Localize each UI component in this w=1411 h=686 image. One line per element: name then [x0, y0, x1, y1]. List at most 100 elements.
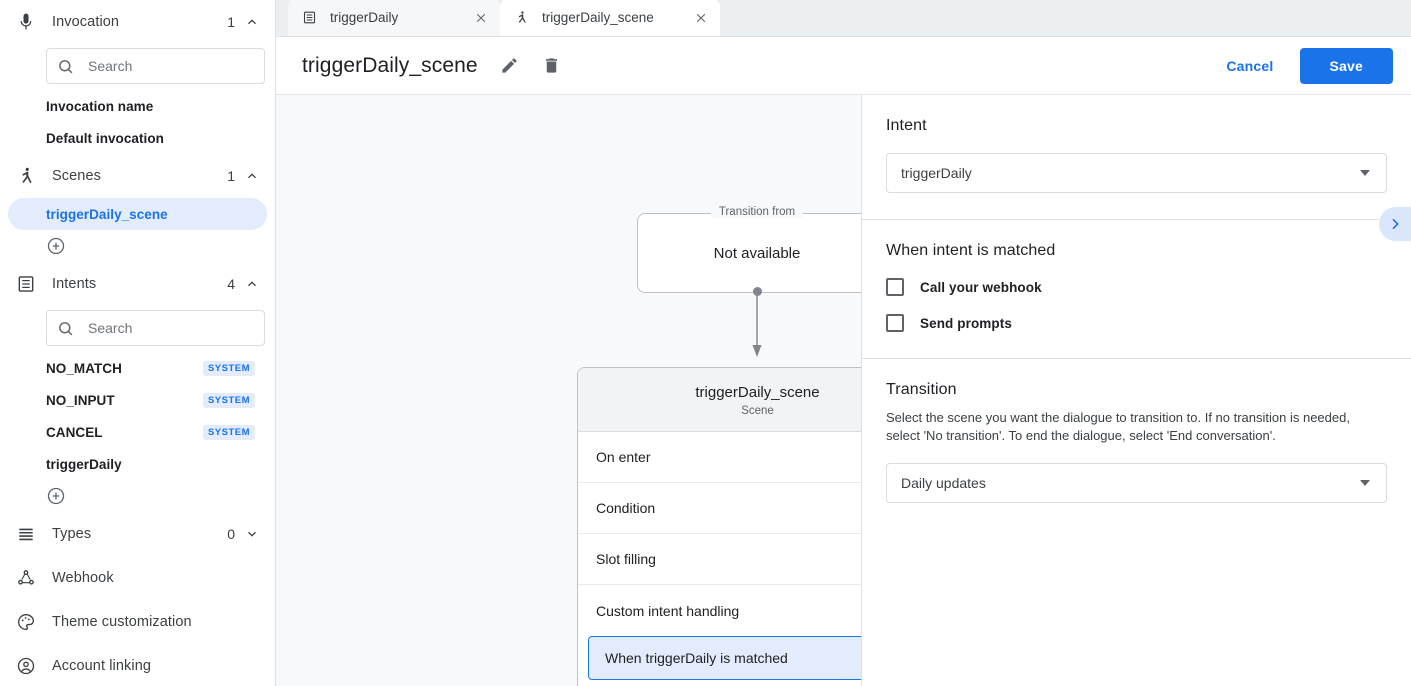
hamburger-lines-icon	[14, 522, 38, 546]
scene-row-label: Condition	[596, 500, 656, 516]
transition-from-node[interactable]: Transition from Not available	[637, 206, 861, 293]
intent-section-title: Intent	[886, 117, 927, 134]
transition-section-title: Transition	[886, 381, 957, 398]
chevron-up-icon[interactable]	[245, 15, 259, 29]
search-icon	[57, 58, 74, 75]
sidebar-group-intents[interactable]: Intents 4	[0, 262, 275, 306]
checkbox-label: Send prompts	[920, 315, 1012, 331]
checkbox-label: Call your webhook	[920, 279, 1042, 295]
caret-down-icon	[1360, 479, 1370, 486]
sidebar-item-default-invocation[interactable]: Default invocation	[8, 122, 267, 154]
add-intent-row	[0, 480, 275, 512]
scene-node[interactable]: triggerDaily_scene Scene On enter + Cond…	[577, 367, 861, 686]
sidebar-item-label: Theme customization	[52, 614, 192, 630]
scene-person-icon	[14, 164, 38, 188]
content-area: triggerDaily triggerDaily_scene triggerD…	[276, 0, 1411, 686]
intent-handler-chip[interactable]: When triggerDaily is matched	[588, 636, 861, 680]
chevron-up-icon[interactable]	[245, 169, 259, 183]
close-icon[interactable]	[692, 9, 710, 27]
plus-circle-icon[interactable]	[46, 236, 66, 256]
search-icon	[57, 320, 74, 337]
trash-icon[interactable]	[542, 56, 562, 76]
close-icon[interactable]	[472, 9, 490, 27]
sidebar-group-types[interactable]: Types 0	[0, 512, 275, 556]
sidebar-group-scenes[interactable]: Scenes 1	[0, 154, 275, 198]
scene-node-subtitle: Scene	[741, 405, 774, 417]
sidebar-item-no-match[interactable]: NO_MATCH SYSTEM	[8, 352, 267, 384]
sidebar-item-label: triggerDaily_scene	[46, 206, 168, 222]
list-box-icon	[14, 272, 38, 296]
sidebar-item-triggerdaily[interactable]: triggerDaily	[8, 448, 267, 480]
when-matched-title: When intent is matched	[886, 242, 1056, 259]
title-bar: triggerDaily_scene Cancel Save	[276, 37, 1411, 95]
scene-row-slot-filling[interactable]: Slot filling +	[578, 534, 861, 585]
invocation-search-input[interactable]	[86, 57, 254, 75]
transition-select[interactable]: Daily updates	[886, 462, 1387, 503]
intents-search-box[interactable]	[46, 310, 265, 346]
status-badge: SYSTEM	[202, 360, 255, 376]
sidebar-item-no-input[interactable]: NO_INPUT SYSTEM	[8, 384, 267, 416]
cancel-button[interactable]: Cancel	[1214, 49, 1285, 83]
sidebar-item-webhook[interactable]: Webhook	[0, 556, 275, 600]
connector-vertical	[752, 291, 762, 357]
sidebar-item-label: Account linking	[52, 658, 152, 674]
microphone-icon	[14, 10, 38, 34]
intents-search-wrap	[0, 306, 275, 352]
sidebar-item-account-linking[interactable]: Account linking	[0, 644, 275, 686]
sidebar-group-count: 1	[227, 14, 235, 30]
status-badge: SYSTEM	[202, 392, 255, 408]
account-circle-icon	[14, 654, 38, 678]
transition-from-legend: Transition from	[710, 206, 804, 218]
tab-label: triggerDaily_scene	[542, 10, 654, 25]
intent-handler-label: When triggerDaily is matched	[605, 650, 788, 666]
plus-circle-icon[interactable]	[46, 486, 66, 506]
sidebar-group-count: 4	[227, 276, 235, 292]
body-split: Transition from Not available triggerDai…	[276, 95, 1411, 686]
chevron-down-icon[interactable]	[245, 527, 259, 541]
add-scene-row	[0, 230, 275, 262]
intent-select[interactable]: triggerDaily	[886, 153, 1387, 193]
chevron-up-icon[interactable]	[245, 277, 259, 291]
left-sidebar: Invocation 1 Invocation name Default inv…	[0, 0, 276, 686]
invocation-search-box[interactable]	[46, 48, 265, 84]
chevron-right-icon[interactable]	[1379, 207, 1411, 241]
caret-down-icon	[1360, 170, 1370, 176]
scene-person-icon	[514, 10, 530, 26]
sidebar-item-cancel[interactable]: CANCEL SYSTEM	[8, 416, 267, 448]
sidebar-group-count: 1	[227, 168, 235, 184]
intents-search-input[interactable]	[86, 319, 254, 337]
sidebar-group-label: Intents	[52, 276, 97, 292]
details-panel: Intent triggerDaily When intent is match…	[862, 95, 1411, 686]
save-button[interactable]: Save	[1299, 47, 1393, 84]
scene-node-header: triggerDaily_scene Scene	[578, 368, 861, 432]
sidebar-group-invocation[interactable]: Invocation 1	[0, 0, 275, 44]
tab-triggerdaily-scene[interactable]: triggerDaily_scene	[500, 0, 720, 36]
page-title: triggerDaily_scene	[302, 53, 478, 77]
scene-node-name: triggerDaily_scene	[695, 384, 820, 401]
sidebar-item-triggerdaily-scene[interactable]: triggerDaily_scene	[8, 198, 267, 230]
palette-icon	[14, 610, 38, 634]
pencil-icon[interactable]	[500, 56, 520, 76]
sidebar-group-label: Scenes	[52, 168, 101, 184]
sidebar-item-label: Invocation name	[46, 98, 154, 114]
checkbox-box[interactable]	[886, 314, 904, 332]
checkbox-send-prompts[interactable]: Send prompts	[886, 314, 1387, 332]
checkbox-box[interactable]	[886, 278, 904, 296]
scene-row-condition[interactable]: Condition +	[578, 483, 861, 534]
list-box-icon	[302, 10, 318, 26]
sidebar-item-theme-customization[interactable]: Theme customization	[0, 600, 275, 644]
transition-section-description: Select the scene you want the dialogue t…	[886, 410, 1350, 443]
custom-intent-handler-wrap: When triggerDaily is matched	[578, 636, 861, 686]
sidebar-item-invocation-name[interactable]: Invocation name	[8, 90, 267, 122]
scene-row-on-enter[interactable]: On enter +	[578, 432, 861, 483]
when-matched-section: When intent is matched Call your webhook…	[862, 220, 1411, 359]
checkbox-call-your-webhook[interactable]: Call your webhook	[886, 278, 1387, 296]
scene-canvas[interactable]: Transition from Not available triggerDai…	[276, 95, 862, 686]
sidebar-item-label: triggerDaily	[46, 456, 122, 472]
sidebar-item-label: NO_MATCH	[46, 360, 122, 376]
scene-row-custom-intent-handling[interactable]: Custom intent handling +	[578, 585, 861, 636]
status-badge: SYSTEM	[202, 424, 255, 440]
tab-label: triggerDaily	[330, 10, 399, 25]
sidebar-group-label: Types	[52, 526, 92, 542]
tab-triggerdaily[interactable]: triggerDaily	[288, 0, 500, 36]
